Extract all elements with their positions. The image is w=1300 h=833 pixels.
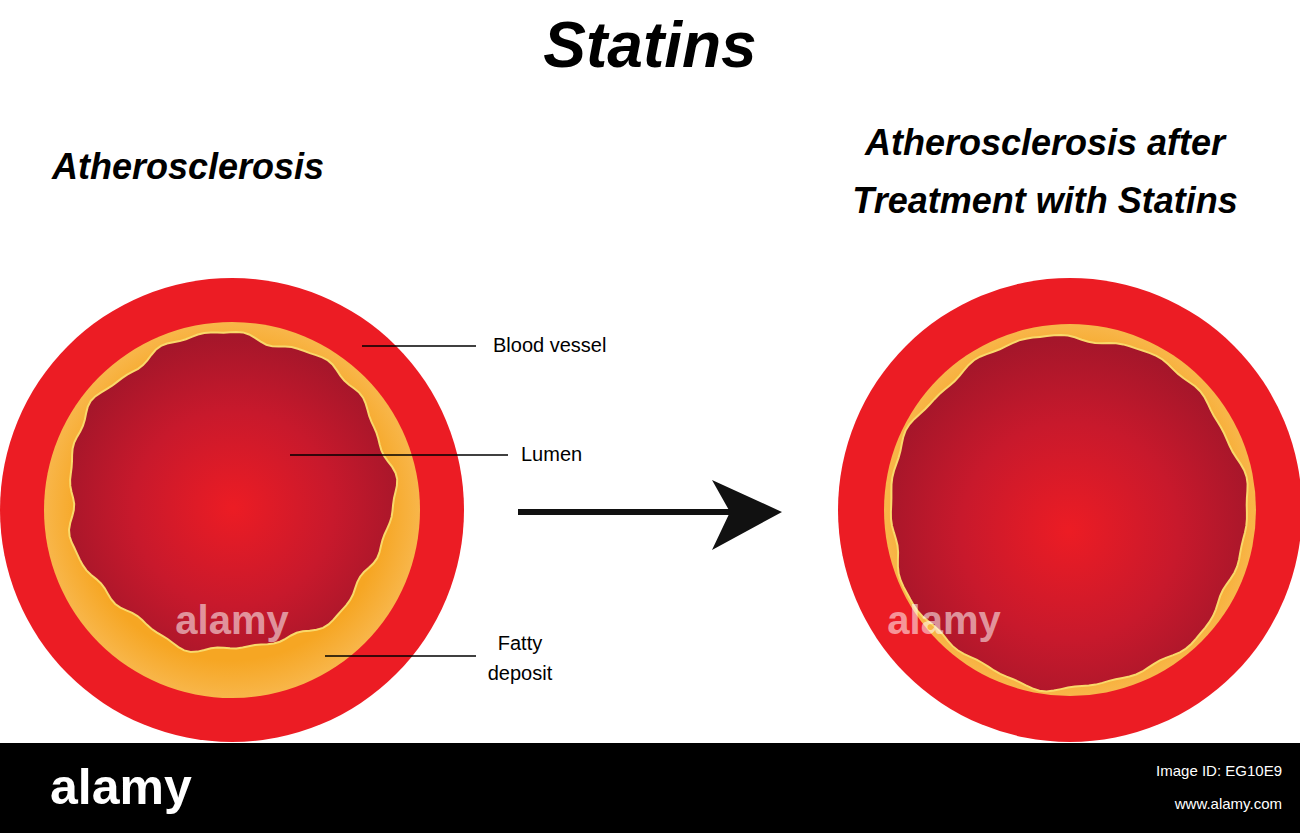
leader-line [290, 454, 508, 456]
fatty-ring [44, 322, 420, 698]
part-label: Fatty deposit [465, 628, 575, 688]
lumen [69, 332, 397, 652]
panel-heading: Atherosclerosis after Treatment with Sta… [805, 114, 1285, 229]
leader-line [362, 345, 476, 347]
title: Statins [543, 8, 756, 82]
panel-heading: Atherosclerosis [52, 146, 324, 188]
arrow-head [712, 480, 782, 550]
watermark: alamy [887, 598, 1000, 643]
vessel-wall [838, 278, 1300, 742]
website: www.alamy.com [1175, 795, 1282, 812]
arrow-shaft [518, 509, 740, 515]
watermark-logo: alamy [50, 758, 192, 816]
part-label: Lumen [521, 443, 582, 466]
vessel-wall [0, 278, 464, 742]
leader-line [325, 655, 476, 657]
footer-bar [0, 743, 1300, 833]
fatty-ring [884, 324, 1256, 696]
part-label: Blood vessel [493, 334, 606, 357]
watermark: alamy [175, 598, 288, 643]
image-id: Image ID: EG10E9 [1156, 762, 1282, 779]
